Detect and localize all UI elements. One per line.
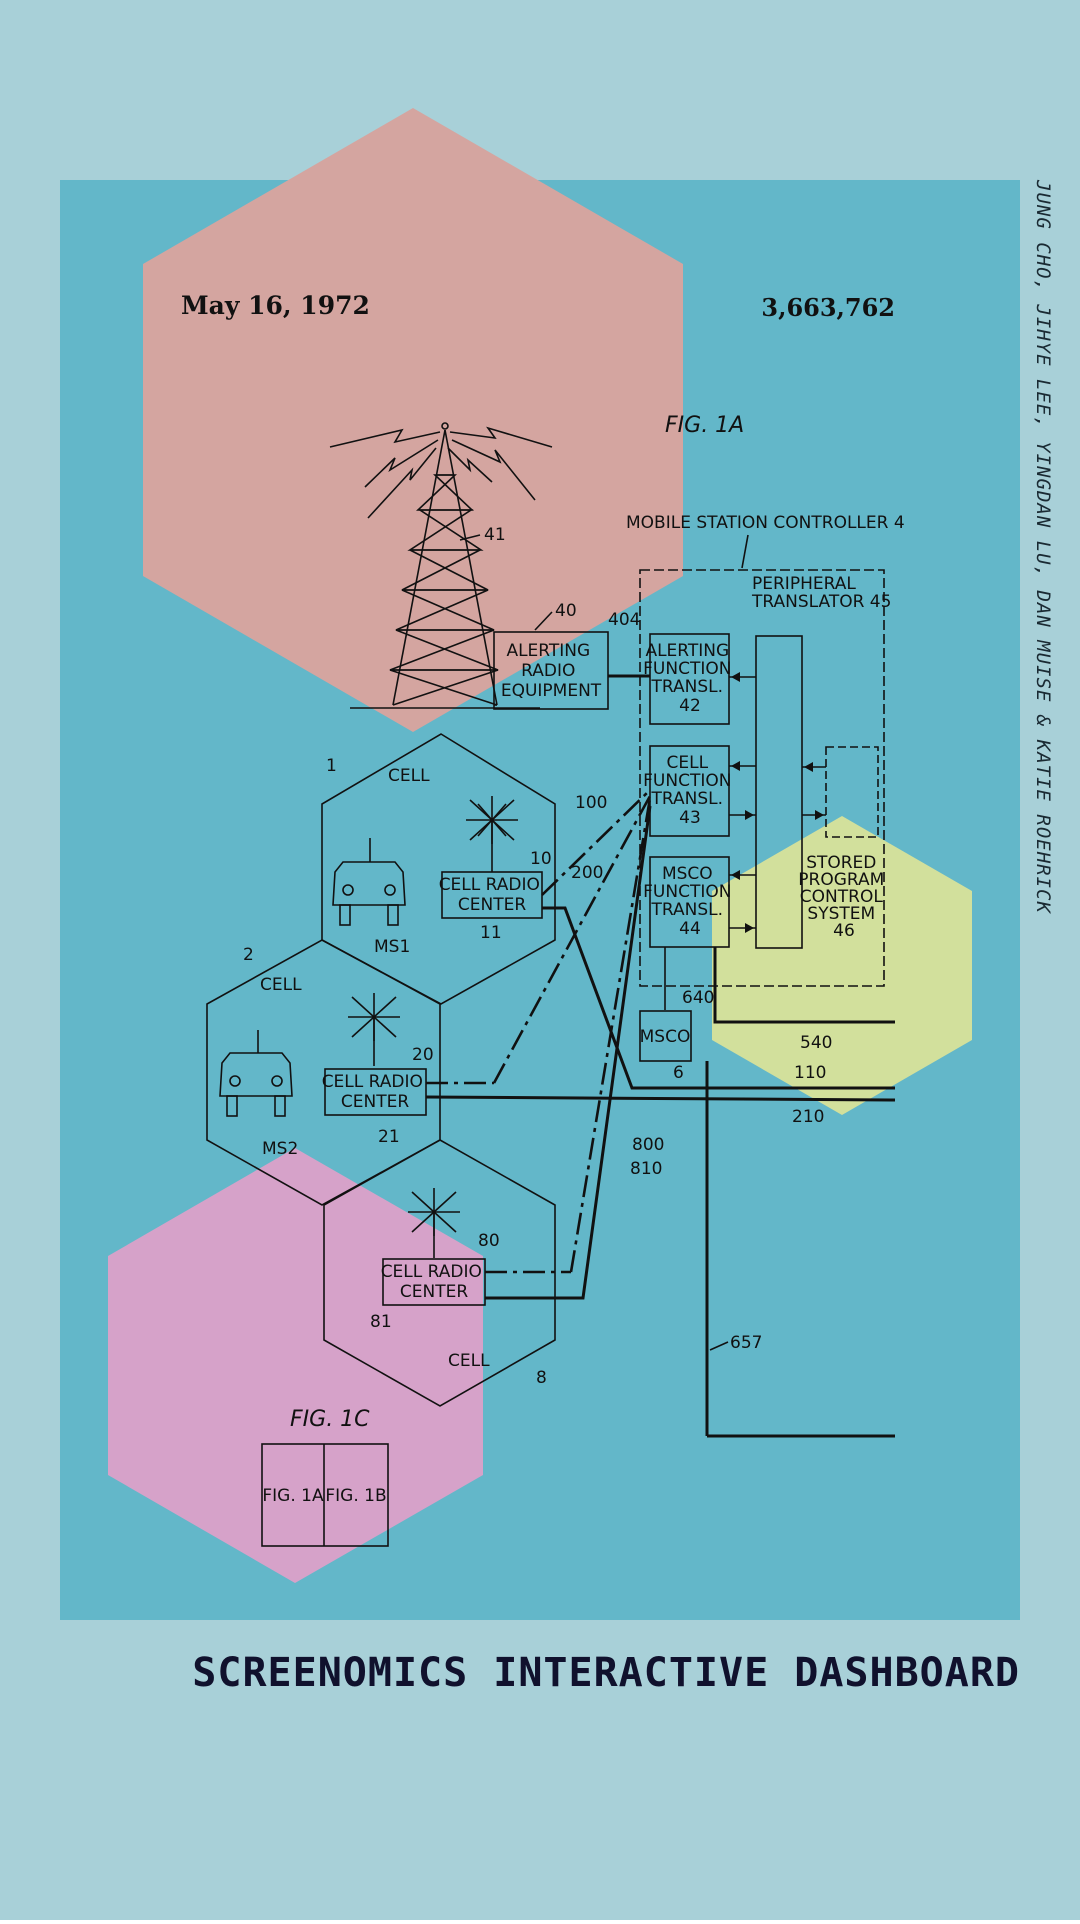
msco-box: [639, 1010, 692, 1062]
stored-program-control-label: STORED PROGRAM CONTROL SYSTEM 46: [798, 853, 889, 941]
msco-label: MSCO: [640, 1027, 691, 1047]
alerting-radio-equipment-label: ALERTING RADIO EQUIPMENT: [501, 641, 602, 701]
cell-radio-center-2-label: CELL RADIO CENTER: [322, 1072, 429, 1112]
interconnect-lines: [425, 789, 896, 1300]
msco-function-transl-label: MSCO FUNCTION TRANSL. 44: [643, 864, 737, 939]
ref-cell-2: 2: [243, 945, 254, 965]
radio-tower-icon: [329, 422, 553, 709]
ref-crc2-label: 21: [378, 1127, 400, 1147]
ref-657: 657: [730, 1333, 762, 1353]
translator-arrows: [729, 672, 826, 933]
cell-3-label: CELL: [448, 1351, 490, 1371]
ms1-label: MS1: [374, 937, 410, 957]
ref-crc3: 80: [478, 1231, 500, 1251]
antenna-icon-2: [348, 993, 400, 1066]
msco-function-transl-box: [649, 856, 730, 948]
cell-function-transl-box: [649, 745, 730, 837]
alerting-function-transl-box: [649, 633, 730, 725]
ref-110: 110: [794, 1063, 826, 1083]
antenna-icon-3: [408, 1188, 460, 1258]
fig-1c-label: FIG. 1C: [290, 1407, 370, 1432]
fig-1c-right-label: FIG. 1B: [325, 1486, 386, 1506]
ref-cell-3: 8: [536, 1368, 547, 1388]
peripheral-translator-bar: [755, 635, 803, 949]
antenna-icon-1: [466, 796, 518, 872]
hexagon-salmon: [143, 108, 683, 732]
patent-date: May 16, 1972: [181, 291, 370, 320]
fig-1c-left-label: FIG. 1A: [262, 1486, 324, 1506]
ref-200: 200: [571, 863, 603, 883]
mobile-station-controller-box: [639, 569, 885, 987]
ms2-label: MS2: [262, 1139, 298, 1159]
cell-radio-center-1-label: CELL RADIO CENTER: [439, 875, 546, 915]
fig-1c-box: [261, 1443, 389, 1547]
ref-cell-1: 1: [326, 756, 337, 776]
authors-credit: JUNG CHO, JIHYE LEE, YINGDAN LU, DAN MUI…: [1032, 180, 1054, 914]
alerting-function-transl-label: ALERTING FUNCTION TRANSL. 42: [643, 641, 737, 716]
cell-2-label: CELL: [260, 975, 302, 995]
ref-540: 540: [800, 1033, 832, 1053]
cell-1-hexagon: [321, 733, 556, 1005]
hexagon-pink: [108, 1148, 483, 1583]
cell-radio-center-2: [324, 1068, 427, 1116]
car-icon-ms1: [332, 838, 406, 926]
ref-640: 640: [682, 988, 714, 1008]
alerting-radio-equipment-box: [493, 631, 609, 710]
ref-alerting: 40: [555, 601, 577, 621]
mobile-station-controller-label: MOBILE STATION CONTROLLER 4: [626, 513, 905, 533]
cell-function-transl-label: CELL FUNCTION TRANSL. 43: [643, 753, 737, 828]
ref-msco-6: 6: [673, 1063, 684, 1083]
ref-tower: 41: [484, 525, 506, 545]
ref-800: 800: [632, 1135, 664, 1155]
ref-crc2: 20: [412, 1045, 434, 1065]
cell-radio-center-3: [382, 1258, 486, 1306]
cell-radio-center-3-label: CELL RADIO CENTER: [381, 1262, 488, 1302]
patent-number: 3,663,762: [761, 293, 895, 322]
peripheral-translator-label: PERIPHERAL TRANSLATOR 45: [751, 574, 891, 612]
ref-810: 810: [630, 1159, 662, 1179]
ref-link-404: 404: [608, 610, 640, 630]
ref-210: 210: [792, 1107, 824, 1127]
dashboard-title: SCREENOMICS INTERACTIVE DASHBOARD: [192, 1650, 1020, 1696]
fig-1a-label: FIG. 1A: [665, 413, 744, 438]
car-icon-ms2: [219, 1030, 293, 1117]
stored-program-box: [825, 746, 879, 838]
ref-100: 100: [575, 793, 607, 813]
cell-3-hexagon: [323, 1139, 556, 1407]
cell-1-label: CELL: [388, 766, 430, 786]
line-540: [713, 947, 895, 1024]
ref-crc3-label: 81: [370, 1312, 392, 1332]
ref-crc1: 10: [530, 849, 552, 869]
cell-2-hexagon: [206, 939, 441, 1206]
ref-crc1-label: 11: [480, 923, 502, 943]
hexagon-yellow: [712, 816, 972, 1115]
